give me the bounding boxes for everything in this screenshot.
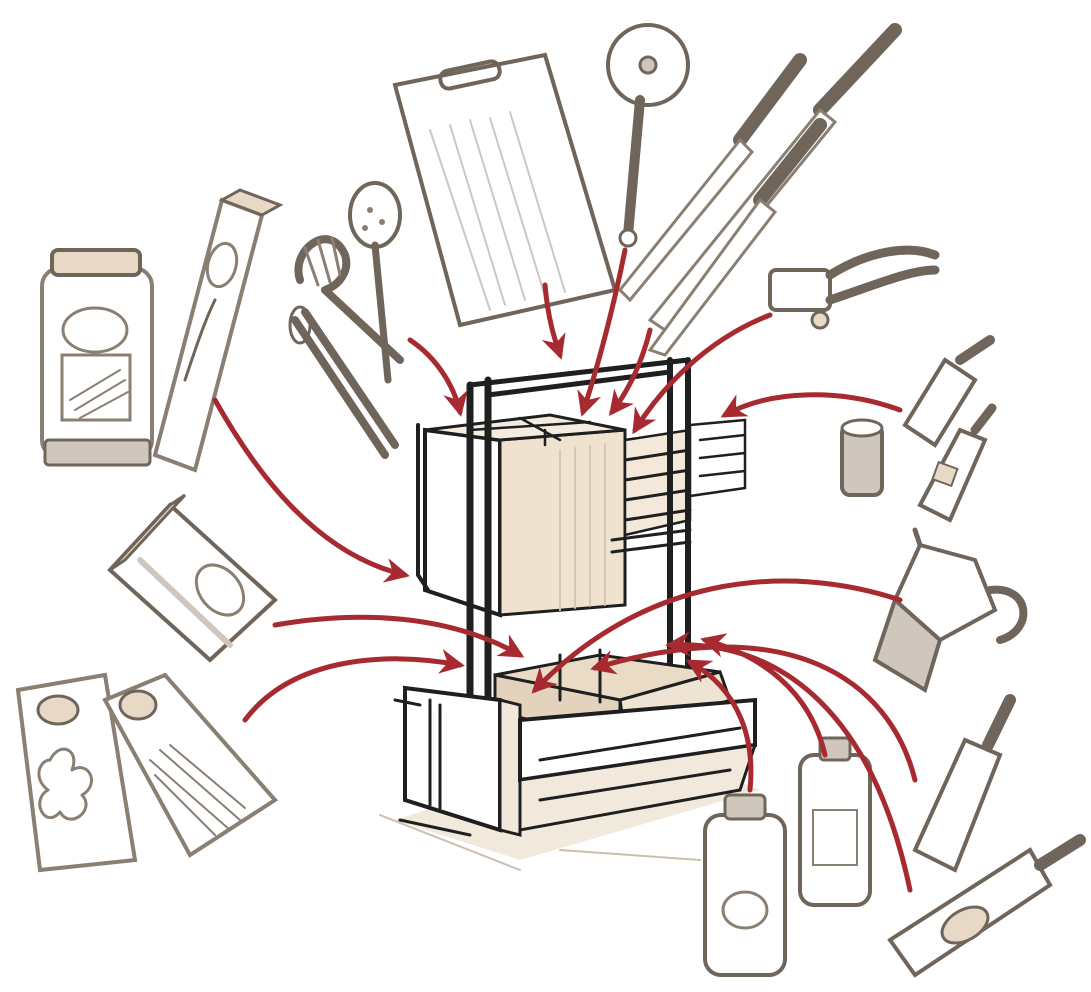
pouch-icon xyxy=(18,675,275,870)
pasta-box-icon xyxy=(155,190,280,470)
tongs-icon xyxy=(290,307,395,455)
pizza-cutter-icon xyxy=(608,25,688,246)
arrow-knife xyxy=(612,330,650,412)
arrow-oil xyxy=(725,395,900,415)
garlic-press-icon xyxy=(770,250,935,328)
pull-out-organizer xyxy=(395,360,755,835)
shaker-icon xyxy=(842,420,882,495)
board-icon xyxy=(395,55,615,325)
arrow-carton xyxy=(275,617,520,655)
arrow-jar xyxy=(215,400,405,575)
wine-bottle-icon xyxy=(890,700,1080,975)
moka-pot-icon xyxy=(875,530,1023,690)
bottle-icon xyxy=(905,340,992,520)
carton-icon xyxy=(110,495,275,660)
arrow-servers xyxy=(410,340,460,412)
jar-icon xyxy=(42,250,152,465)
